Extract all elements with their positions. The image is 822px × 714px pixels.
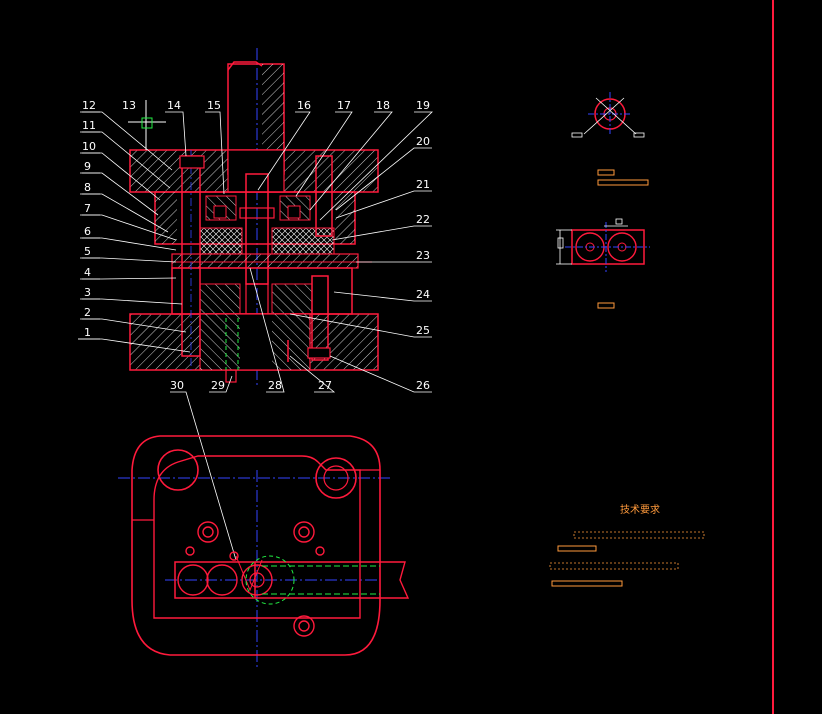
part-label-24: 24 [416,288,430,301]
part-label-29: 29 [211,379,225,392]
ejector-pin [225,369,237,383]
plan-guide-hole-left [157,449,199,491]
part-label-27: 27 [318,379,332,392]
tech-requirements: 技术要求 [549,503,705,587]
part-label-9: 9 [84,160,91,173]
part-label-13: 13 [122,99,136,112]
part-label-11: 11 [82,119,96,132]
elastic-block-left [199,227,243,255]
elastic-block-right [271,227,335,255]
part-label-8: 8 [84,181,91,194]
label-underlines [78,111,100,340]
part-label-26: 26 [416,379,430,392]
part-label-16: 16 [297,99,311,112]
tech-note-line-2 [557,545,597,552]
plan-view [118,435,410,670]
lower-plate-inner-hatch [200,314,240,370]
punch-holder-hatch-left [155,192,177,244]
screw-right-head [307,347,331,359]
part-label-14: 14 [167,99,181,112]
part-label-25: 25 [416,324,430,337]
part-label-1: 1 [84,326,91,339]
detail-views [556,92,650,309]
detail-strip [571,229,645,265]
screw-left-head [179,155,205,169]
part-label-10: 10 [82,140,96,153]
part-label-17: 17 [337,99,351,112]
plan-screw-holes [185,521,325,637]
part-label-12: 12 [82,99,96,112]
part-label-7: 7 [84,202,91,215]
die-block-hatch-right [271,283,313,315]
lower-plate-inner-hatch-r [272,314,310,370]
center-punch-collar [239,207,275,219]
punch-stem-hatch [262,64,284,174]
bush-nut-right [287,205,301,219]
part-label-15: 15 [207,99,221,112]
part-label-4: 4 [84,266,91,279]
part-label-22: 22 [416,213,430,226]
tech-note-line-3 [549,562,679,570]
punch-holder-hatch-right [335,192,355,244]
part-label-20: 20 [416,135,430,148]
part-label-21: 21 [416,178,430,191]
part-label-23: 23 [416,249,430,262]
section-view: 1 2 3 4 5 6 7 8 9 10 11 12 13 14 15 16 1… [78,48,433,561]
bush-nut-left [213,205,227,219]
tech-requirements-title: 技术要求 [620,503,660,516]
tech-note-line-4 [551,580,623,587]
part-label-19: 19 [416,99,430,112]
tech-note-line-1 [573,531,705,539]
part-label-18: 18 [376,99,390,112]
die-block [171,267,353,315]
plan-strip-slot [174,561,256,599]
part-label-28: 28 [268,379,282,392]
upper-plate-gap [227,149,285,193]
plan-guide-hole-right [315,457,357,499]
reference-symbol [128,100,166,150]
plan-strip [255,561,410,599]
guide-post-right [315,155,333,237]
part-label-6: 6 [84,225,91,238]
part-label-3: 3 [84,286,91,299]
punch-stem-cap [227,61,263,71]
plan-outer-contour [131,435,381,656]
part-label-5: 5 [84,245,91,258]
plan-inner-contour [153,455,361,619]
leader-lines [78,111,433,561]
part-label-2: 2 [84,306,91,319]
die-block-hatch-left [199,283,241,315]
part-label-30: 30 [170,379,184,392]
